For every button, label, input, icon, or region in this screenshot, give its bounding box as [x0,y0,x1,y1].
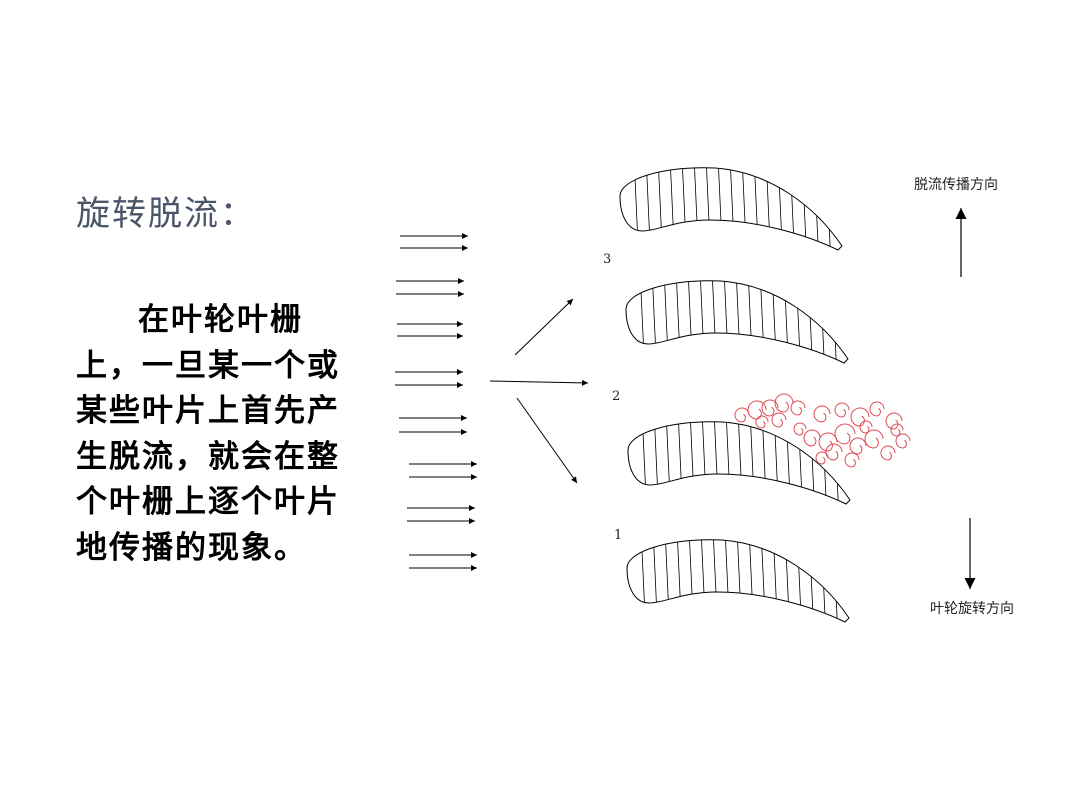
hatch-line [819,280,826,363]
hatch-line [821,421,828,504]
deflected-arrow-down [516,397,578,484]
blade-outline-3 [627,421,851,505]
vortex-swirl [895,433,911,449]
deflected-arrow-center [489,379,589,386]
blade-4 [626,528,862,638]
vortex-swirl [761,399,779,417]
vortex-swirl [815,451,829,465]
hatch-line [856,269,861,379]
vortex-swirl [850,407,870,427]
vortex-swirl [885,412,903,430]
vortex-swirl [834,423,856,445]
vortex-swirl [803,429,821,447]
vortex-swirl [844,452,860,468]
vortex-swirl [880,445,896,461]
vortex-swirl [834,402,850,418]
vortex-swirl [771,412,787,428]
hatch-line [832,539,839,622]
incoming-flow-arrows [395,233,477,571]
hatch-line [820,539,827,622]
blade-outline-1 [619,167,843,251]
hatch-line [850,156,855,266]
vortex-swirl [859,420,873,434]
slide-title: 旋转脱流： [76,194,256,234]
hatch-line [813,167,820,250]
vortex-swirl [890,423,904,437]
vortex-swirl [755,415,769,429]
vortex-swirl [793,422,807,436]
slide-body-text: 在叶轮叶栅上，一旦某一个或某些叶片上首先产生脱流，就会在整个叶栅上逐个叶片地传播… [76,302,340,566]
stall-vortices [734,393,911,468]
blade-1 [619,156,855,266]
vortex-swirl [747,400,767,420]
blade-outline-4 [626,539,850,623]
blade-2 [625,269,861,379]
hatch-line [825,167,832,250]
vortex-swirl [734,407,750,423]
blade-3 [627,421,851,505]
blade-label-1: 1 [614,528,622,543]
stall-propagation-label: 脱流传播方向 [914,177,998,193]
vortex-swirl [864,429,884,449]
blade-label-3: 3 [603,252,611,267]
deflected-arrow-up [514,298,574,356]
hatch-line [831,280,838,363]
blade-label-2: 2 [612,389,620,404]
vortex-swirl [849,437,867,455]
blade-outline-2 [625,280,849,364]
vortex-swirl [790,400,806,416]
vortex-swirl [818,432,838,452]
vortex-swirl [774,393,794,413]
blade-cascade [619,156,862,638]
deflected-flow-arrows [489,298,589,484]
hatch-line [857,528,862,638]
vortex-swirl [813,405,831,423]
vortex-swirl [869,401,885,417]
rotation-direction-label: 叶轮旋转方向 [930,601,1014,617]
